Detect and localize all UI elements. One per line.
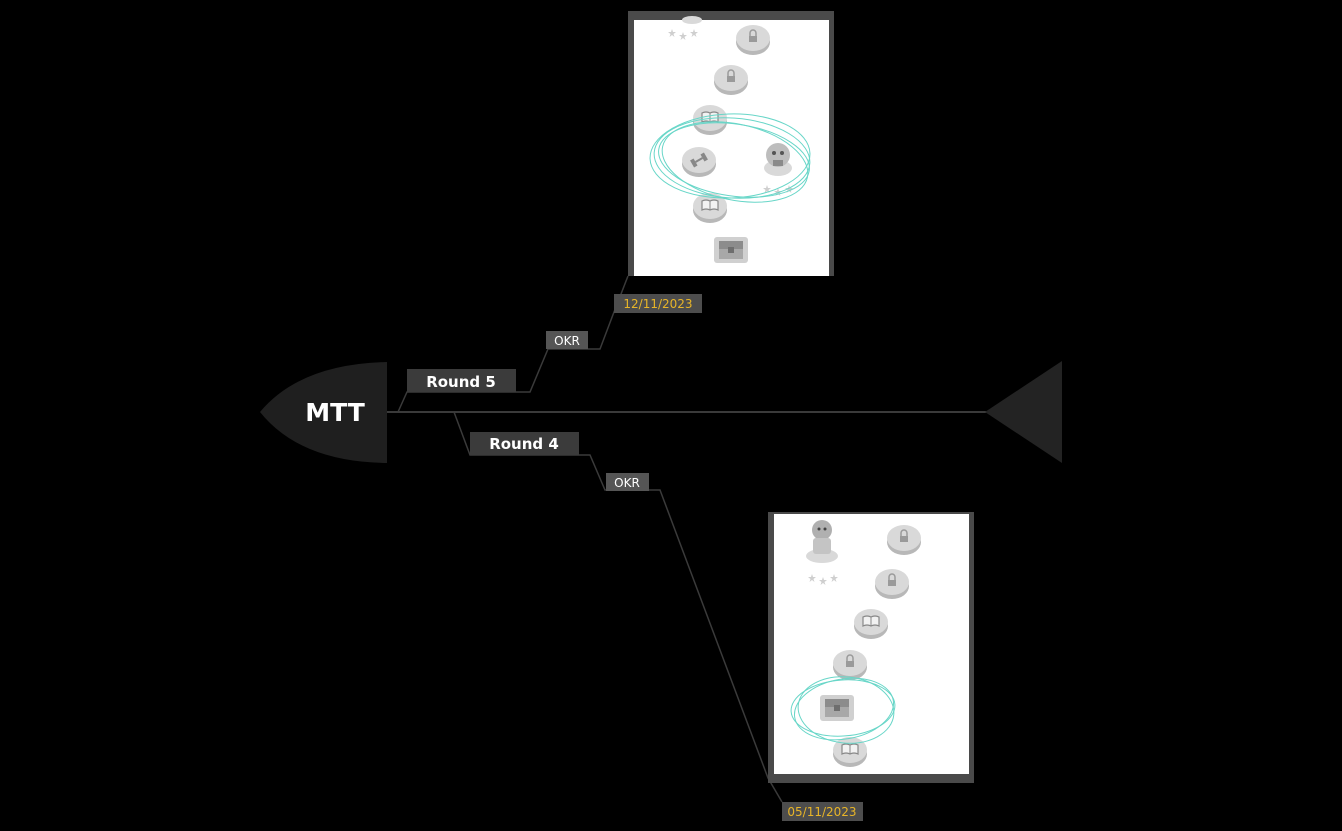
treasure-chest-icon (820, 695, 854, 721)
round4-label: Round 4 (489, 435, 559, 453)
round4-date-box (782, 802, 863, 821)
round5-path-nodes (668, 16, 793, 263)
round5-scribble-circle (649, 113, 811, 203)
lock-icon (886, 524, 922, 556)
round4-date: 05/11/2023 (787, 805, 856, 819)
fish-tail (985, 361, 1062, 463)
round5-screenshot[interactable] (628, 11, 834, 276)
round5-date-box (614, 294, 702, 313)
lock-icon (735, 24, 771, 56)
round4-screenshot[interactable] (768, 512, 974, 783)
round5-box[interactable] (407, 369, 516, 392)
lock-icon (713, 64, 749, 96)
lock-icon (874, 568, 910, 600)
round4-path-nodes (806, 520, 922, 768)
partial-node (682, 16, 702, 24)
round4-screenshot-content (774, 514, 969, 774)
round4-okr-label: OKR (614, 476, 640, 490)
round4-scribble-circle (790, 676, 896, 744)
character-icon (806, 520, 838, 563)
connector-round4 (453, 411, 783, 803)
connectors (397, 275, 783, 803)
book-icon (853, 608, 889, 640)
round5-screenshot-content (634, 20, 829, 276)
round5-label: Round 5 (426, 373, 496, 391)
lock-icon (832, 649, 868, 681)
round5-okr-label: OKR (554, 334, 580, 348)
round4-okr-box[interactable] (606, 473, 649, 491)
dumbbell-icon (682, 147, 716, 177)
round5-date: 12/11/2023 (623, 297, 692, 311)
round4-box[interactable] (470, 432, 579, 455)
book-icon (832, 736, 868, 768)
head-label: MTT (305, 398, 365, 427)
fish-head[interactable] (260, 362, 387, 463)
character-icon (764, 143, 792, 176)
treasure-chest-icon (714, 237, 748, 263)
round5-okr-box[interactable] (546, 331, 588, 349)
